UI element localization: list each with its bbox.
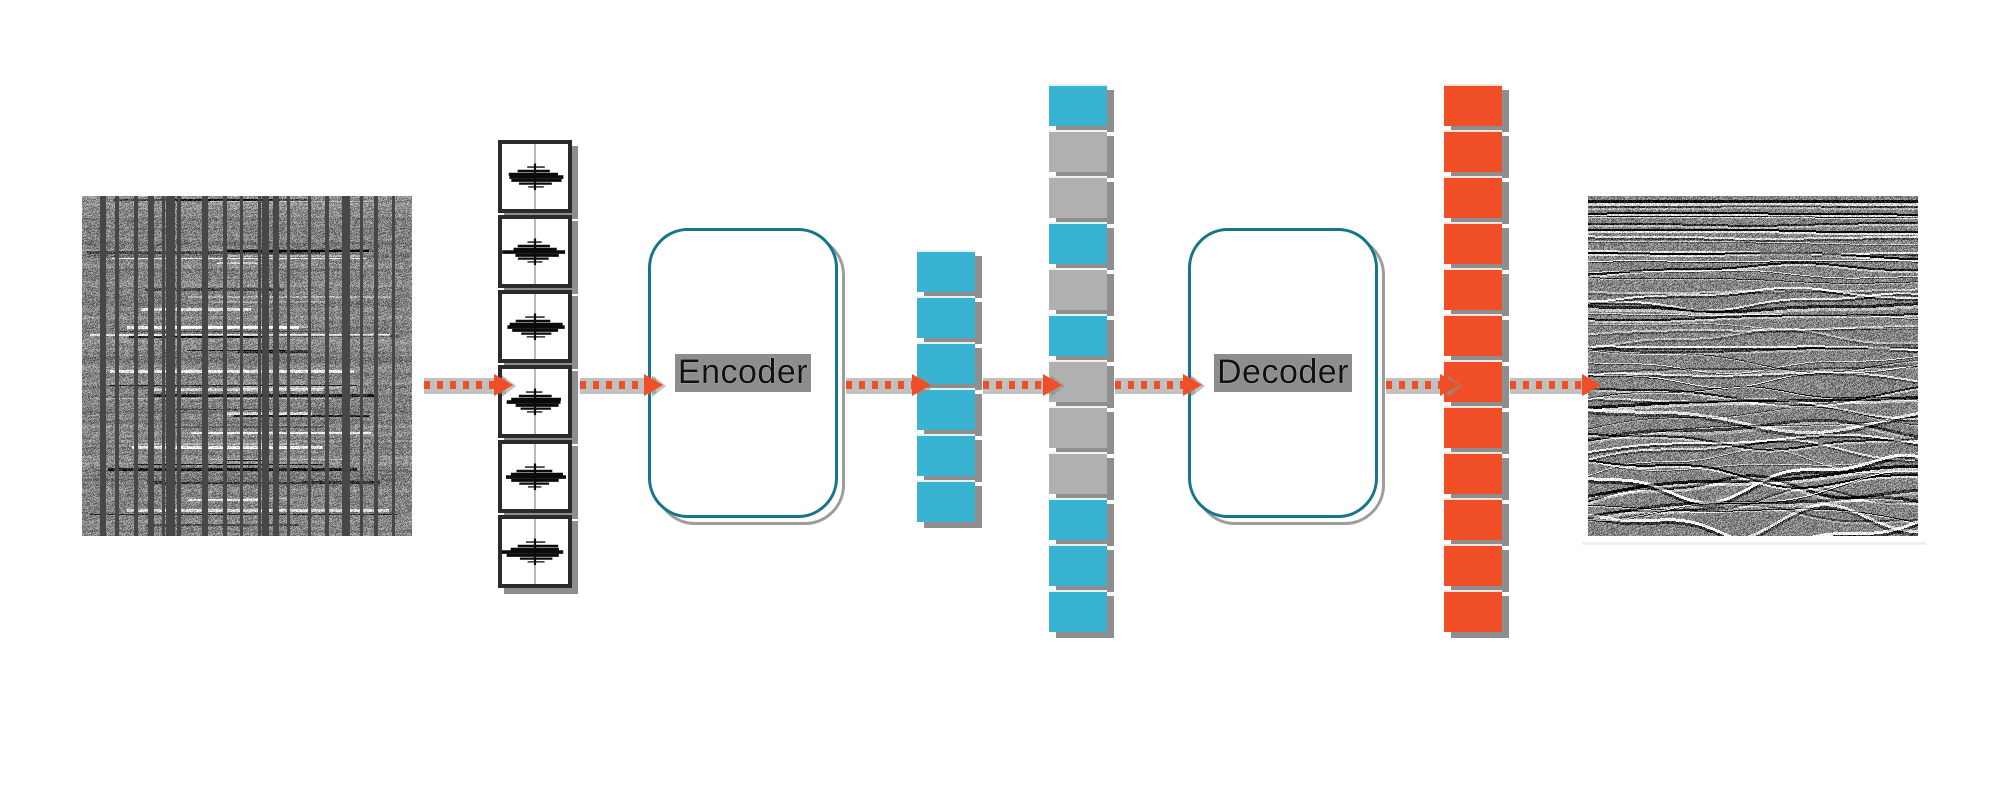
vector-cell xyxy=(917,434,975,476)
vector-cell xyxy=(1444,84,1502,126)
vector-cell xyxy=(1049,268,1107,310)
vector-cell xyxy=(1444,452,1502,494)
vector-cell xyxy=(1444,590,1502,632)
vector-cell xyxy=(1049,314,1107,356)
trace-thumbnail xyxy=(498,140,572,213)
vector-cell xyxy=(1444,176,1502,218)
vector-cell xyxy=(1049,130,1107,172)
seismic-wavelet xyxy=(502,538,564,566)
vector-cell xyxy=(1444,130,1502,172)
vector-cell xyxy=(917,250,975,292)
output-panel-underline xyxy=(1582,542,1926,545)
arrow-input-to-traces xyxy=(422,373,516,399)
trace-thumbnail xyxy=(498,440,572,513)
latent-code-vector xyxy=(1049,84,1114,638)
trace-thumbnail xyxy=(498,215,572,288)
vector-cell xyxy=(917,342,975,384)
vector-cell xyxy=(917,388,975,430)
vector-cell xyxy=(1049,222,1107,264)
arrow-decoder-to-output xyxy=(1384,373,1462,399)
vector-cell xyxy=(1049,176,1107,218)
encoder-box[interactable]: Encoder xyxy=(648,228,838,518)
vector-cell xyxy=(1444,268,1502,310)
input-seismic-gather xyxy=(82,196,412,536)
vector-cell xyxy=(1049,406,1107,448)
seismic-wavelet xyxy=(507,313,565,341)
vector-cell xyxy=(1049,360,1107,402)
trace-thumbnail xyxy=(498,290,572,363)
vector-cell xyxy=(1049,84,1107,126)
vector-cell xyxy=(1444,544,1502,586)
encoder-output-vector xyxy=(917,250,982,528)
arrow-encoder-to-latent xyxy=(844,373,934,399)
vector-cell xyxy=(917,480,975,522)
vector-cell xyxy=(1049,452,1107,494)
seismic-wavelet xyxy=(506,388,561,416)
vector-cell xyxy=(1444,222,1502,264)
vector-cell xyxy=(1444,314,1502,356)
arrow-traces-to-encoder xyxy=(578,373,666,399)
encoder-label: Encoder xyxy=(674,354,812,392)
vector-cell xyxy=(1444,406,1502,448)
vector-cell xyxy=(917,296,975,338)
arrow-output-to-image xyxy=(1508,373,1604,399)
decoder-label: Decoder xyxy=(1213,354,1352,392)
decoder-output-vector xyxy=(1444,84,1509,638)
seismic-wavelet xyxy=(506,463,566,491)
decoder-box[interactable]: Decoder xyxy=(1188,228,1378,518)
vector-cell xyxy=(1444,498,1502,540)
vector-cell xyxy=(1049,544,1107,586)
arrow-latent-to-middle xyxy=(981,373,1065,399)
trace-thumbnail xyxy=(498,515,572,588)
trace-thumbnail xyxy=(498,365,572,438)
seismic-wavelet xyxy=(502,238,566,266)
vector-cell xyxy=(1049,498,1107,540)
seismic-wavelet xyxy=(508,163,564,191)
arrow-middle-to-decoder xyxy=(1113,373,1205,399)
vector-cell xyxy=(1049,590,1107,632)
reconstructed-seismic-section xyxy=(1588,196,1918,536)
